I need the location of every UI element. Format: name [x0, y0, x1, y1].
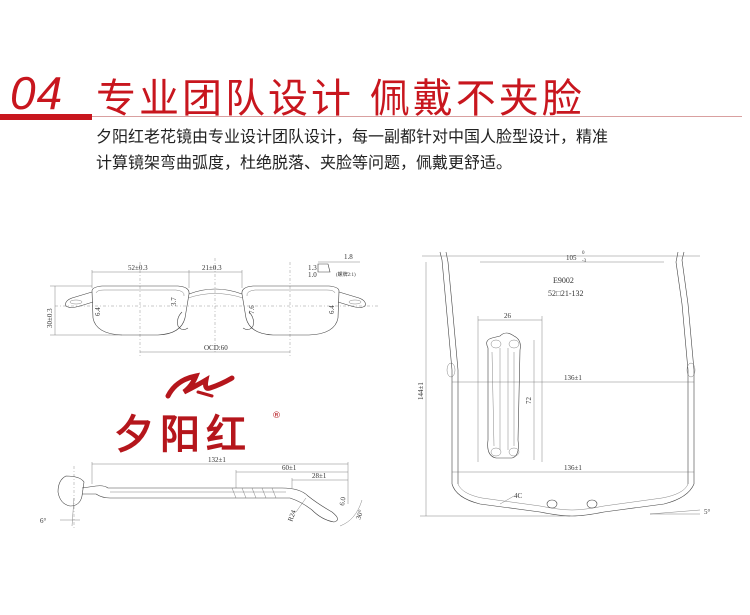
seg1-label: 60±1	[282, 464, 297, 472]
detail-note-label: (螺牌2:1)	[336, 271, 356, 278]
logo-registered-mark: ®	[272, 411, 281, 421]
angle-bottom-label: 30°	[354, 509, 365, 521]
right-temple-outline	[681, 251, 695, 484]
tip-angle-arc	[339, 499, 363, 527]
left-end-piece	[65, 291, 94, 308]
bridge-width-label: 21±0.3	[202, 264, 222, 272]
folded-glasses-detail	[491, 348, 515, 450]
side-lens-front	[57, 475, 85, 507]
temple-texture	[231, 487, 277, 499]
angle-line	[649, 509, 701, 515]
description-line-2: 计算镜架弯曲弧度，杜绝脱落、夹脸等问题，佩戴更舒适。	[96, 153, 513, 172]
right-lens-value: 6.4	[328, 305, 336, 314]
front-view-drawing: 52±0.3 21±0.3 30±0.3 6.4 3.7 7.6 6.4 OCD…	[46, 253, 380, 356]
left-temple-outline	[439, 251, 453, 484]
left-lens-outline	[91, 285, 190, 336]
bridge	[188, 288, 243, 295]
section-title: 专业团队设计 佩戴不夹脸	[96, 76, 585, 122]
logo-text: 夕阳红	[114, 412, 252, 458]
left-hinge	[69, 299, 83, 305]
folded-hinge-l	[490, 339, 502, 349]
angle-left-tilt	[71, 497, 75, 527]
section-number: 04	[10, 67, 64, 119]
lens-height-label: 30±0.3	[46, 308, 54, 328]
inner-w-label: 26	[504, 312, 512, 320]
right-nose-pad	[242, 311, 254, 330]
detail-a-label: 1.3	[308, 264, 317, 272]
bridge-inner	[187, 293, 244, 299]
left-pad-top	[546, 499, 558, 509]
top-view-drawing: 105 0 -3 E9002 52□21-132 26 72 136±1 136…	[417, 251, 711, 517]
radius-label: R24	[286, 509, 298, 523]
right-hinge-top	[686, 362, 696, 378]
right-hinge	[348, 299, 362, 305]
inner-h-label: 72	[525, 397, 533, 405]
span2-label: 136±1	[564, 464, 582, 472]
title-divider	[92, 116, 742, 117]
title-accent-bar	[0, 114, 92, 120]
tol-upper-label: 0	[582, 251, 585, 256]
front-frame-inner	[457, 483, 689, 511]
detail-top-label: 1.8	[344, 253, 353, 261]
bend-leader	[499, 495, 515, 505]
description-line-1: 夕阳红老花镜由专业设计团队设计，每一副都针对中国人脸型设计，精准	[96, 127, 609, 146]
folded-tip-l	[490, 447, 502, 457]
right-lens-outline	[241, 285, 340, 336]
left-hinge-top	[446, 362, 456, 378]
folded-hinge-r	[508, 339, 520, 349]
detail-b-label: 1.0	[308, 271, 317, 279]
left-nose-pad	[177, 311, 189, 330]
side-view-drawing: 132±1 60±1 28±1 R24 6.0 30° 6°	[40, 456, 365, 530]
angle-left-label: 6°	[40, 517, 47, 525]
radius-leader	[295, 497, 307, 513]
description: 夕阳红老花镜由专业设计团队设计，每一副都针对中国人脸型设计，精准 计算镜架弯曲弧…	[96, 124, 736, 176]
lens-width-label: 52±0.3	[128, 264, 148, 272]
logo-swoosh	[165, 372, 235, 399]
front-frame-top-view	[451, 483, 695, 517]
left-temple-inner	[445, 251, 459, 484]
side-temple	[81, 485, 338, 523]
inner-value-label: 7.6	[248, 305, 256, 314]
folded-tip-r	[508, 447, 520, 457]
left-lens-value: 6.4	[94, 307, 102, 316]
top-width-label: 105	[566, 254, 577, 262]
right-lens-inner-line	[246, 289, 336, 297]
angle-label: 5°	[704, 508, 711, 516]
brand-logo: 夕阳红 ®	[114, 372, 281, 458]
span1-label: 136±1	[564, 374, 582, 382]
model-label: E9002	[553, 276, 574, 285]
ocd-label: OCD:60	[204, 344, 228, 352]
size-label: 52□21-132	[548, 289, 584, 298]
folded-glasses-outline	[486, 332, 521, 459]
detail-screw-sketch	[317, 263, 331, 273]
right-end-piece	[337, 291, 366, 308]
left-lens-inner-line	[95, 289, 185, 297]
right-temple-inner	[675, 251, 689, 484]
temple-length-label: 132±1	[208, 456, 226, 464]
tol-lower-label: -3	[582, 259, 587, 264]
bend-label: 4C	[514, 492, 523, 500]
seg2-label: 28±1	[312, 472, 327, 480]
right-pad-top	[586, 499, 598, 509]
logo-swoosh-tail	[196, 390, 214, 398]
bridge-height-label: 3.7	[170, 297, 178, 306]
total-len-label: 144±1	[417, 382, 425, 400]
tip-label: 6.0	[338, 496, 347, 506]
